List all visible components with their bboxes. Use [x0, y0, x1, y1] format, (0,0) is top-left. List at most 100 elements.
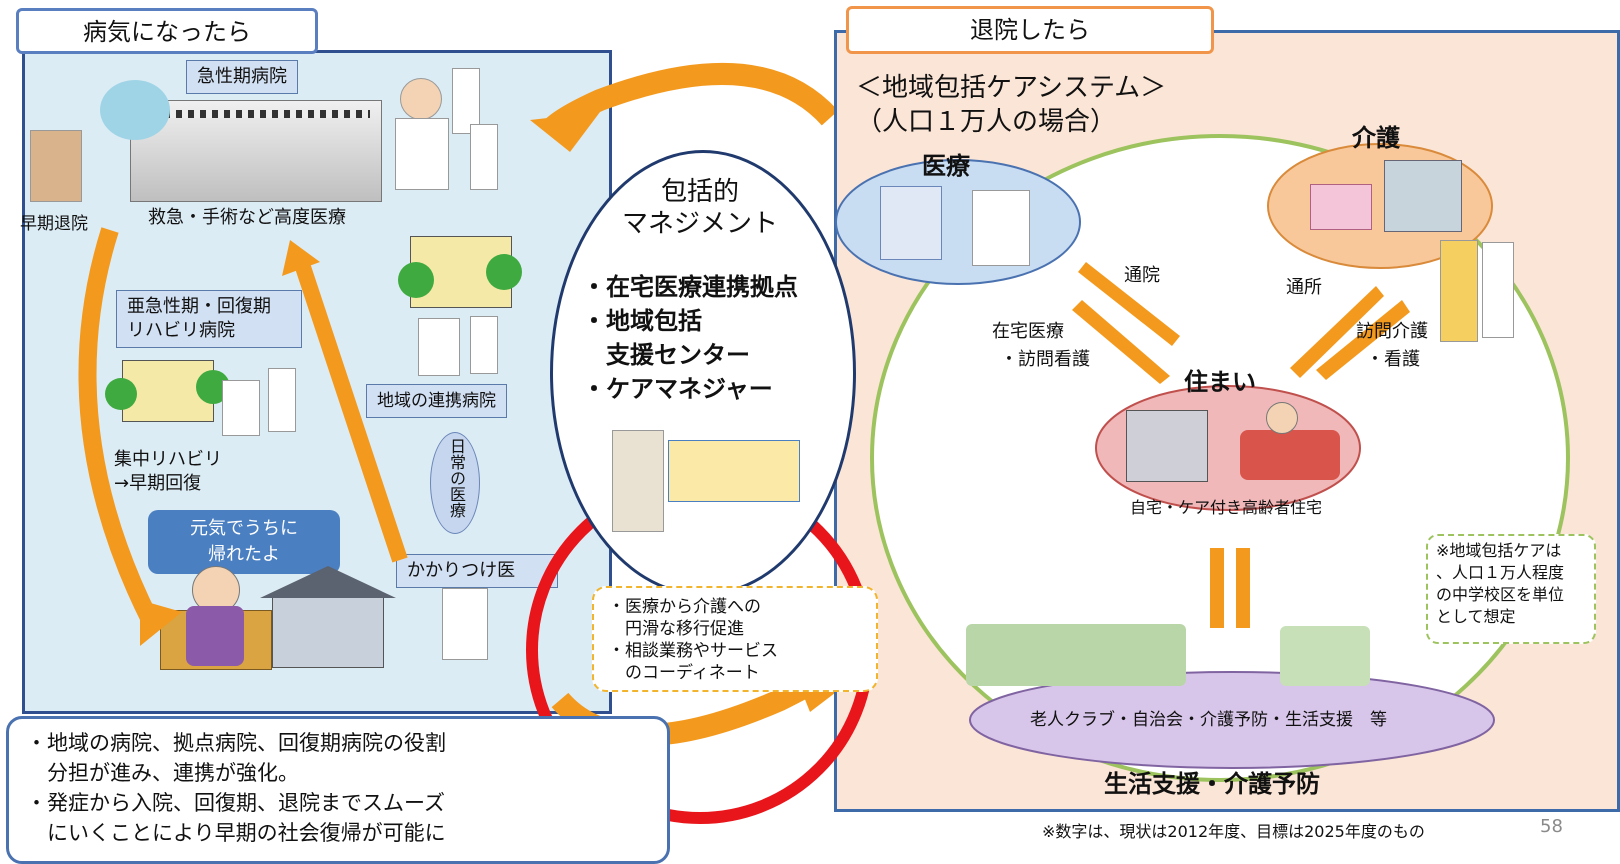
down-support-arrow	[1236, 548, 1250, 628]
management-item: 支援センター	[582, 341, 750, 369]
home-medical-line-2: ・訪問看護	[1000, 349, 1090, 370]
house-roof	[260, 566, 396, 598]
home-label: 住まい	[1184, 368, 1256, 396]
rehab-nurse	[268, 368, 296, 432]
visit-care-arrow	[1316, 300, 1410, 380]
care-facility-building	[1384, 160, 1462, 232]
coordination-notes: ・医療から介護への 円滑な移行促進 ・相談業務やサービス のコーディネート	[592, 586, 878, 692]
tree-icon	[105, 378, 137, 410]
early-discharge-label: 早期退院	[20, 214, 88, 234]
nurse-figure	[452, 68, 480, 134]
down-arrow	[78, 227, 159, 625]
regional-nurse	[470, 316, 498, 374]
elderly-body	[186, 606, 244, 666]
rehab-line-2: →早期回復	[114, 473, 202, 494]
day-care-arrow	[1290, 286, 1384, 378]
regional-hospital-label: 地域の連携病院	[366, 384, 507, 418]
discharge-tab: 退院したら	[846, 6, 1214, 54]
subacute-label: 亜急性期・回復期 リハビリ病院	[116, 290, 302, 348]
support-figures	[1280, 626, 1370, 686]
support-title: 生活支援・介護予防	[1104, 770, 1320, 798]
population-note: （人口１万人の場合）	[856, 107, 1117, 137]
houses-icon	[668, 440, 800, 502]
coordination-note-line: 円滑な移行促進	[608, 619, 744, 639]
up-support-arrow	[1210, 548, 1224, 628]
support-ellipse	[969, 671, 1495, 769]
wheelchair-figure	[30, 130, 82, 202]
area-note-line: 、人口１万人程度	[1436, 563, 1565, 582]
daily-medical-ellipse	[430, 432, 480, 534]
speech-line-1: 元気でうちに	[190, 518, 298, 539]
visit-care-line-2: ・看護	[1366, 349, 1420, 370]
home-medical-line-1: 在宅医療	[992, 321, 1064, 342]
area-note-line: の中学校区を単位	[1436, 585, 1565, 604]
area-note-line: として想定	[1436, 607, 1516, 626]
sick-tab: 病気になったら	[16, 8, 318, 54]
coordination-note-line: ・相談業務やサービス	[608, 641, 778, 661]
caregiver-figure	[1440, 240, 1478, 342]
management-item: ・ケアマネジャー	[582, 375, 773, 403]
hospital-windows	[140, 110, 370, 118]
regional-doctor	[418, 318, 460, 376]
daily-medical-label: 日常の医療	[447, 438, 466, 518]
summary-line: 分担が進み、連携が強化。	[26, 761, 299, 785]
home-caption: 自宅・ケア付き高齢者住宅	[1130, 498, 1323, 517]
visit-care-line-1: 訪問介護	[1356, 321, 1428, 342]
management-title-line-2: マネジメント	[621, 209, 778, 239]
medical-label: 医療	[922, 152, 970, 180]
family-doctor-label: かかりつけ医	[396, 554, 558, 588]
page-number: 58	[1540, 816, 1563, 837]
rehab-line-1: 集中リハビリ	[114, 449, 222, 470]
home-house-icon	[1126, 410, 1208, 482]
footer-note: ※数字は、現状は2012年度、目標は2025年度のもの	[1042, 822, 1425, 841]
management-ellipse	[550, 150, 856, 596]
day-care-label: 通所	[1286, 277, 1322, 298]
care-manager-figure	[612, 430, 664, 532]
summary-text: ・地域の病院、拠点病院、回復期病院の役割 分担が進み、連携が強化。 ・発症から入…	[26, 728, 446, 848]
acute-caption: 救急・手術など高度医療	[148, 207, 346, 228]
tree-icon-3	[398, 262, 434, 298]
return-arrow-head	[530, 112, 600, 152]
system-title: ＜地域包括ケアシステム＞	[856, 73, 1167, 103]
community-group-figures	[966, 624, 1186, 686]
support-caption: 老人クラブ・自治会・介護予防・生活支援 等	[1030, 710, 1387, 730]
doctor-body	[395, 118, 449, 190]
care-label: 介護	[1352, 124, 1400, 152]
medical-doctor	[972, 190, 1030, 266]
clinic-building	[880, 186, 942, 260]
nurse-figure-2	[470, 124, 498, 190]
coordination-note-line: ・医療から介護への	[608, 597, 761, 617]
summary-box	[6, 716, 670, 864]
tree-icon-4	[486, 254, 522, 290]
subacute-line-1: 亜急性期・回復期	[127, 296, 271, 317]
sofa-icon	[1240, 430, 1340, 480]
speech-line-2: 帰れたよ	[208, 544, 280, 565]
summary-line: ・発症から入院、回復期、退院までスムーズ	[26, 791, 445, 815]
summary-line: にいくことにより早期の社会復帰が可能に	[26, 821, 446, 845]
management-title-line-1: 包括的	[660, 177, 739, 207]
summary-line: ・地域の病院、拠点病院、回復期病院の役割	[26, 731, 446, 755]
coordination-note-line: のコーディネート	[608, 663, 760, 683]
bath-icon	[1310, 184, 1372, 230]
home-medical-arrow	[1072, 300, 1170, 384]
outpatient-label: 通院	[1124, 265, 1160, 286]
doctor-figure	[400, 78, 442, 120]
up-arrow-head	[282, 240, 320, 276]
surgery-figure	[100, 80, 170, 140]
house-icon	[272, 596, 384, 668]
area-note-line: ※地域包括ケアは	[1436, 541, 1562, 560]
management-item: ・地域包括	[582, 307, 702, 335]
management-item: ・在宅医療連携拠点	[582, 273, 798, 301]
up-arrow	[292, 255, 408, 563]
care-nurse-figure	[1482, 242, 1514, 338]
down-arrow-head	[140, 600, 182, 646]
area-note: ※地域包括ケアは 、人口１万人程度 の中学校区を単位 として想定	[1426, 534, 1596, 644]
grandma-figure	[1266, 402, 1298, 434]
acute-hospital-label: 急性期病院	[186, 60, 298, 94]
management-items: ・在宅医療連携拠点 ・地域包括 支援センター ・ケアマネジャー	[582, 270, 798, 406]
subacute-line-2: リハビリ病院	[127, 320, 235, 341]
outpatient-arrow	[1078, 262, 1180, 346]
rehab-doctor	[222, 380, 260, 436]
management-title: 包括的 マネジメント	[620, 176, 780, 240]
family-doctor-figure	[442, 588, 488, 660]
